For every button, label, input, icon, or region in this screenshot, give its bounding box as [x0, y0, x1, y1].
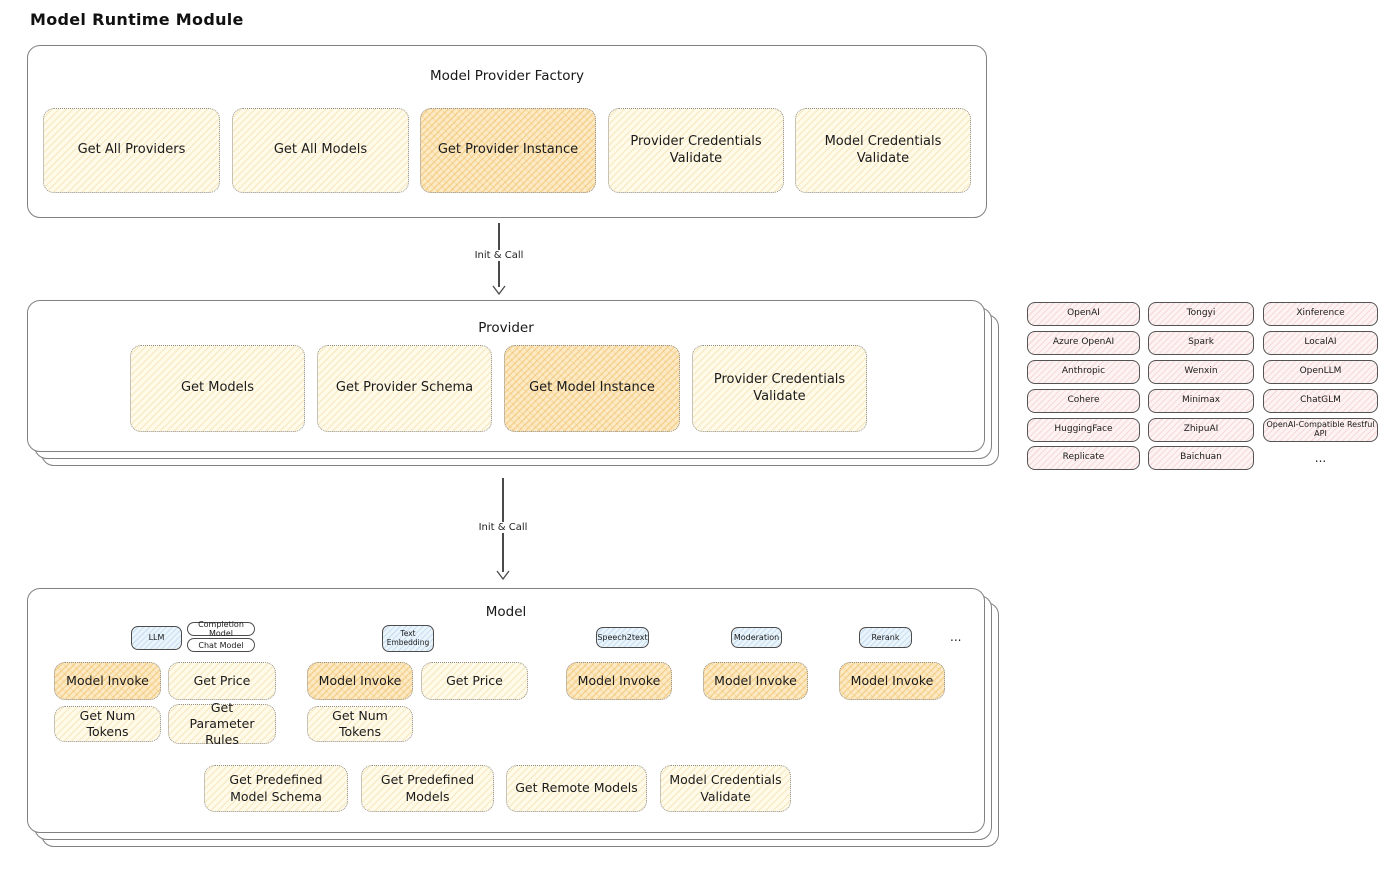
- arrow2-label: Init & Call: [474, 522, 532, 533]
- tab-moderation: Moderation: [731, 627, 782, 648]
- node-get-all-models: Get All Models: [232, 108, 409, 193]
- chip-anthropic: Anthropic: [1027, 360, 1140, 384]
- node-get-model-instance: Get Model Instance: [504, 345, 680, 432]
- chip-zhipuai: ZhipuAI: [1148, 418, 1254, 442]
- node-get-all-providers: Get All Providers: [43, 108, 220, 193]
- page-title: Model Runtime Module: [30, 10, 244, 29]
- factory-panel-title: Model Provider Factory: [429, 68, 584, 84]
- chip-azure-openai: Azure OpenAI: [1027, 331, 1140, 355]
- chip-xinference: Xinference: [1263, 302, 1378, 326]
- node-get-provider-schema: Get Provider Schema: [317, 345, 492, 432]
- chip-spark: Spark: [1148, 331, 1254, 355]
- provider-panel-title: Provider: [478, 320, 534, 336]
- node-provider-credentials-validate-factory: Provider Credentials Validate: [608, 108, 784, 193]
- arrow-head-icon: [496, 570, 510, 580]
- node-model-credentials-validate-factory: Model Credentials Validate: [795, 108, 971, 193]
- chip-huggingface: HuggingFace: [1027, 418, 1140, 442]
- chip-wenxin: Wenxin: [1148, 360, 1254, 384]
- node-get-remote-models: Get Remote Models: [506, 765, 647, 812]
- tag-completion-model: Completion Model: [187, 620, 255, 638]
- chip-openai: OpenAI: [1027, 302, 1140, 326]
- node-model-credentials-validate: Model Credentials Validate: [660, 765, 791, 812]
- chip-localai: LocalAI: [1263, 331, 1378, 355]
- node-model-invoke-moderation: Model Invoke: [703, 662, 808, 700]
- tab-llm: LLM: [131, 626, 182, 650]
- chip-chatglm: ChatGLM: [1263, 389, 1378, 413]
- node-model-invoke-llm: Model Invoke: [54, 662, 161, 700]
- node-model-invoke-rerank: Model Invoke: [839, 662, 945, 700]
- chip-grid-ellipsis: ...: [1314, 451, 1327, 465]
- chip-cohere: Cohere: [1027, 389, 1140, 413]
- node-get-num-tokens-llm: Get Num Tokens: [54, 706, 161, 742]
- chip-tongyi: Tongyi: [1148, 302, 1254, 326]
- arrow1-label: Init & Call: [470, 250, 528, 261]
- chip-openai-compatible-restful-api: OpenAI-Compatible Restful API: [1263, 418, 1378, 442]
- chip-replicate: Replicate: [1027, 446, 1140, 470]
- node-get-price-llm: Get Price: [168, 662, 276, 700]
- node-get-parameter-rules: Get Parameter Rules: [168, 700, 276, 747]
- node-get-provider-instance: Get Provider Instance: [420, 108, 596, 193]
- node-get-num-tokens-text-embedding: Get Num Tokens: [307, 706, 413, 742]
- tab-speech2text: Speech2text: [596, 627, 649, 648]
- node-get-predefined-model-schema: Get Predefined Model Schema: [204, 765, 348, 812]
- model-panel-title: Model: [485, 604, 527, 620]
- tab-text-embedding: Text Embedding: [382, 625, 434, 652]
- arrow-head-icon: [492, 285, 506, 295]
- tabs-ellipsis: ...: [950, 630, 962, 644]
- node-model-invoke-text-embedding: Model Invoke: [307, 662, 413, 700]
- node-get-price-text-embedding: Get Price: [421, 662, 528, 700]
- chip-openllm: OpenLLM: [1263, 360, 1378, 384]
- chip-minimax: Minimax: [1148, 389, 1254, 413]
- chip-baichuan: Baichuan: [1148, 446, 1254, 470]
- tag-chat-model: Chat Model: [187, 638, 255, 652]
- node-provider-credentials-validate: Provider Credentials Validate: [692, 345, 867, 432]
- node-get-models: Get Models: [130, 345, 305, 432]
- tab-rerank: Rerank: [859, 627, 912, 648]
- node-get-predefined-models: Get Predefined Models: [361, 765, 494, 812]
- node-model-invoke-speech2text: Model Invoke: [566, 662, 672, 700]
